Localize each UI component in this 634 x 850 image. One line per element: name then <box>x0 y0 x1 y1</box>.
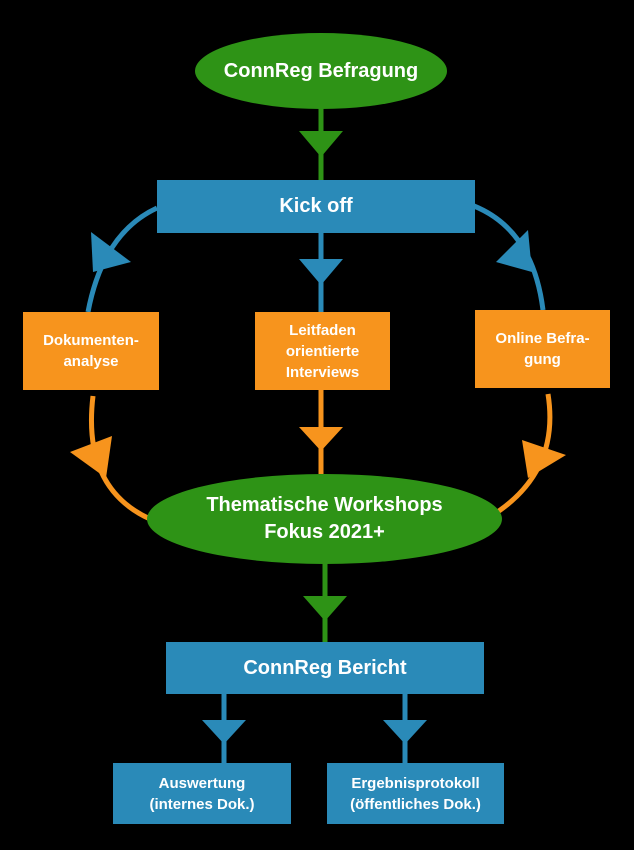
node-connreg-befragung: ConnReg Befragung <box>195 33 447 109</box>
node-label-line-1: Thematische Workshops <box>206 494 443 516</box>
node-label: Kick off <box>279 195 353 217</box>
edge-kickoff-doc-analysis <box>85 205 159 313</box>
node-label: ConnReg Befragung <box>223 59 419 82</box>
edge-report-protocol <box>383 693 427 763</box>
edge-kickoff-online-survey <box>473 203 546 311</box>
node-label: ConnReg Bericht <box>243 656 407 679</box>
edge-interviews-workshops <box>299 390 343 474</box>
node-dokumentenanalyse: Dokumenten- analyse <box>23 312 159 390</box>
node-thematische-workshops: Thematische Workshops Fokus 2021+ <box>147 474 502 564</box>
edge-doc-analysis-workshops <box>70 395 152 522</box>
node-label-line-1: Leitfaden <box>289 321 356 339</box>
edge-report-evaluation <box>202 693 246 763</box>
edge-kickoff-interviews <box>299 232 343 312</box>
node-label-line-2: (internes Dok.) <box>149 795 255 813</box>
node-label-line-2: Fokus 2021+ <box>264 521 385 543</box>
node-auswertung: Auswertung (internes Dok.) <box>113 763 291 824</box>
node-label-line-2: (öffentliches Dok.) <box>350 795 481 813</box>
node-label-line-2: gung <box>524 351 561 368</box>
node-label-line-3: Interviews <box>285 363 360 381</box>
node-label-line-2: orientierte <box>285 342 360 360</box>
node-leitfaden-interviews: Leitfaden orientierte Interviews <box>255 312 390 390</box>
node-online-befragung: Online Befra- gung <box>475 310 610 388</box>
edge-workshops-report <box>303 562 347 642</box>
node-label-line-1: Dokumenten- <box>43 332 139 349</box>
node-label-line-2: analyse <box>63 353 119 370</box>
node-kick-off: Kick off <box>157 180 475 233</box>
edge-start-kickoff <box>299 108 343 180</box>
node-connreg-bericht: ConnReg Bericht <box>166 642 484 694</box>
node-label-line-1: Online Befra- <box>495 330 590 347</box>
edge-online-survey-workshops <box>494 393 566 516</box>
node-ergebnisprotokoll: Ergebnisprotokoll (öffentliches Dok.) <box>327 763 504 824</box>
node-label-line-1: Ergebnisprotokoll <box>351 774 480 792</box>
node-label-line-1: Auswertung <box>158 774 246 792</box>
